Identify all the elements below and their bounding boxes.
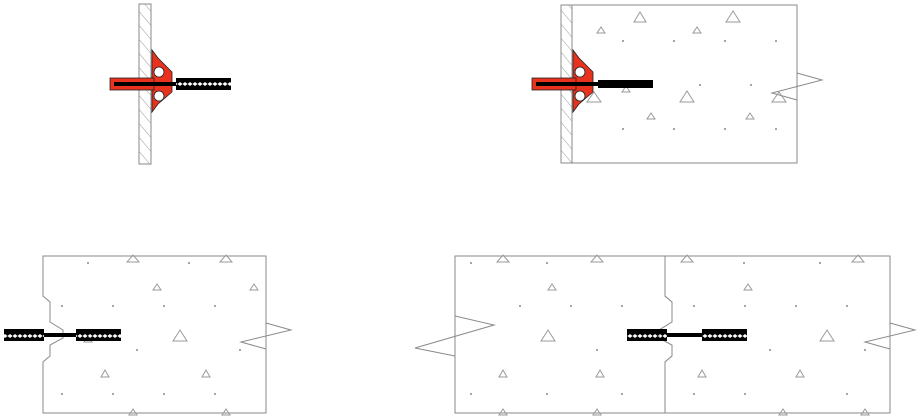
panel-tie-in-formwork (109, 3, 231, 165)
panel-tie-in-first-pour (531, 4, 824, 164)
break-line-right (863, 322, 917, 350)
break-line (239, 322, 293, 350)
concrete-block (42, 255, 267, 414)
break-line (770, 72, 824, 101)
aggregate-texture (495, 254, 870, 416)
first-pour-block (658, 255, 891, 414)
threaded-tie-rod (4, 329, 121, 341)
aggregate-texture (83, 254, 259, 416)
aggregate-dots (61, 262, 241, 395)
panel-tie-after-removal (4, 254, 293, 416)
threaded-tie-rod (627, 329, 747, 341)
panel-tie-in-second-pour (414, 254, 917, 416)
aggregate-texture (586, 10, 787, 120)
aggregate-dots (470, 262, 866, 395)
threaded-tie-rod (536, 80, 653, 88)
threaded-tie-rod (114, 78, 231, 90)
break-line-left (414, 315, 496, 357)
